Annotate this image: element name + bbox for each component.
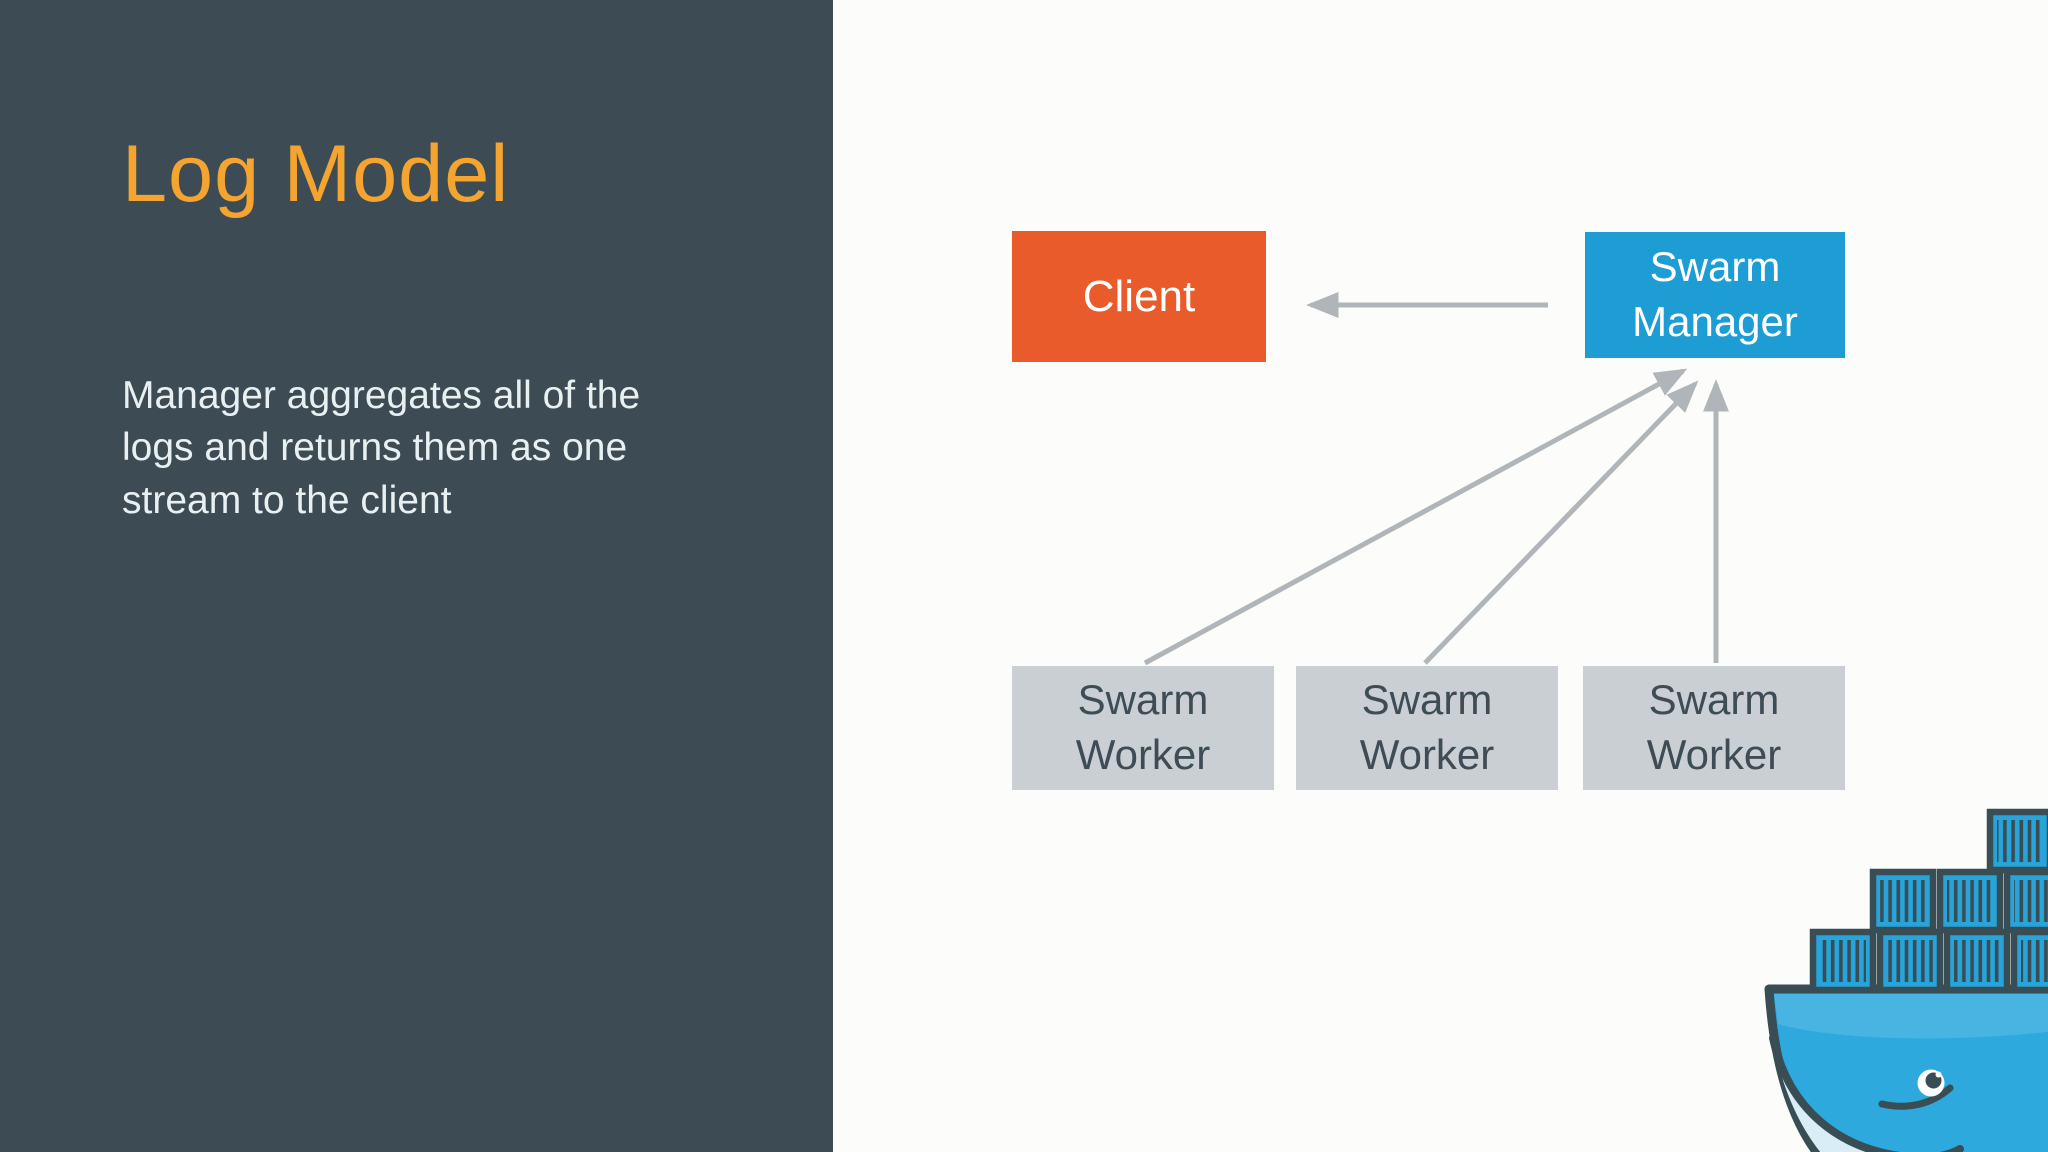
swarm-worker-label-2: Swarm Worker — [1359, 676, 1495, 778]
swarm-manager-box: Swarm Manager — [1585, 232, 1845, 358]
client-label: Client — [1082, 271, 1196, 321]
slide-title: Log Model — [122, 129, 510, 219]
swarm-worker-box-2: Swarm Worker — [1296, 666, 1558, 790]
docker-whale-eye — [1917, 1069, 1945, 1097]
slide-description: Manager aggregates all of the logs and r… — [122, 374, 641, 522]
arrow-worker2-to-manager — [1423, 380, 1699, 665]
swarm-worker-box-3: Swarm Worker — [1583, 666, 1845, 790]
docker-whale-body — [1764, 984, 2048, 1152]
docker-container-stripes — [1820, 820, 2048, 982]
swarm-manager-label: Swarm Manager — [1632, 243, 1798, 345]
docker-whale-logo-icon — [1764, 808, 2048, 1152]
client-box: Client — [1012, 231, 1266, 362]
arrow-worker1-to-manager — [1143, 368, 1688, 666]
swarm-worker-box-1: Swarm Worker — [1012, 666, 1274, 790]
left-panel: Log Model Manager aggregates all of the … — [0, 0, 833, 1152]
swarm-worker-label-3: Swarm Worker — [1646, 676, 1782, 778]
swarm-worker-label-1: Swarm Worker — [1075, 676, 1211, 778]
